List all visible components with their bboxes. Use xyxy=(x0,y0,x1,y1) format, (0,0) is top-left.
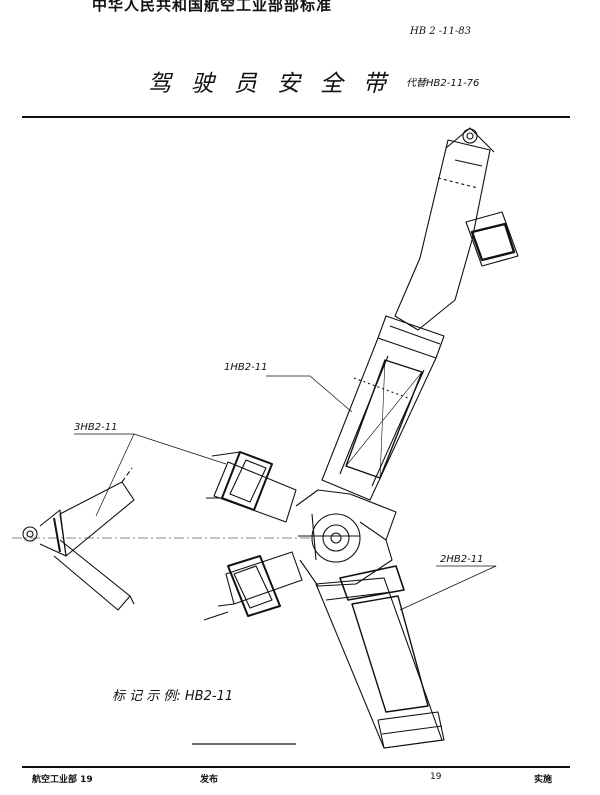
footer-issuer: 航空工业部 19 xyxy=(32,775,93,785)
standard-number: HB 2 -11-83 xyxy=(410,26,471,37)
left-attachment-ring xyxy=(22,526,38,542)
adjust-tab xyxy=(465,211,519,267)
organization-title: 中华人民共和国航空工业部部标准 xyxy=(92,0,333,14)
document-title: 驾驶员安全带 xyxy=(148,71,406,97)
left-strap-upper xyxy=(213,461,297,523)
replaces-standard: 代替HB2-11-76 xyxy=(406,78,480,89)
top-attachment-ring xyxy=(462,128,478,144)
leader-line-part2 xyxy=(399,565,497,611)
lower-buckle-band xyxy=(377,711,445,749)
leader-line-part1 xyxy=(266,375,353,413)
shoulder-strap-upper xyxy=(394,139,491,331)
footer-issued: 发布 xyxy=(200,775,219,785)
left-strap-lower xyxy=(225,551,303,605)
marking-example: 标 记 示 例: HB2-11 xyxy=(112,689,233,704)
buckle-spokes xyxy=(295,489,397,541)
footer-rule xyxy=(22,766,570,768)
leader-line-part3 xyxy=(74,433,227,517)
page-number: 19 xyxy=(430,772,442,782)
belt-linework xyxy=(12,127,519,749)
header-rule xyxy=(22,116,570,118)
strap-buckle-band xyxy=(377,315,445,359)
callout-part3: 3HB2-11 xyxy=(74,422,117,433)
callout-part2: 2HB2-11 xyxy=(440,554,483,565)
footer-effective: 实施 xyxy=(534,775,553,785)
center-buckle xyxy=(311,513,361,563)
strap-panel-lower xyxy=(351,595,429,713)
left-lap-belt xyxy=(59,481,135,557)
callout-part1: 1HB2-11 xyxy=(224,362,267,373)
